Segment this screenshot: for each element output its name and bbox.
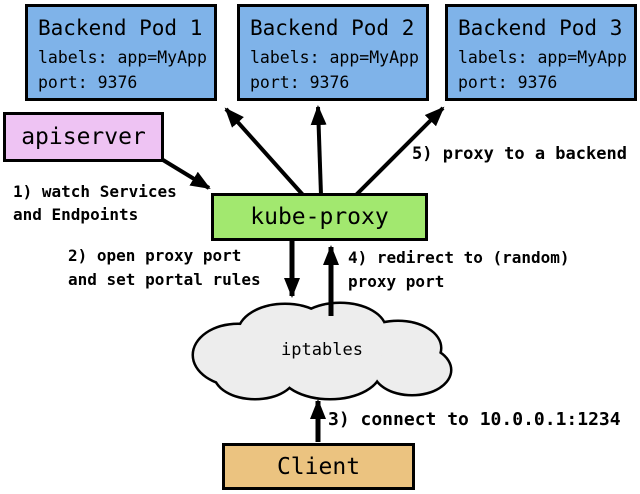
client-label: Client — [276, 453, 361, 480]
backend-pod-3-port: port: 9376 — [458, 73, 558, 92]
iptables-label: iptables — [281, 340, 363, 360]
backend-pod-3-title: Backend Pod 3 — [458, 16, 623, 40]
backend-pod-3-box: Backend Pod 3 labels: app=MyApp port: 93… — [445, 4, 637, 101]
annotation-step3: 3) connect to 10.0.0.1:1234 — [328, 409, 621, 430]
backend-pod-1-labels: labels: app=MyApp — [38, 48, 207, 67]
proxy-to-backend-2-arrow — [310, 105, 327, 196]
proxy-to-backend-1-arrow — [224, 107, 305, 197]
backend-pod-1-box: Backend Pod 1 labels: app=MyApp port: 93… — [25, 4, 217, 101]
watch-services-arrow — [161, 158, 211, 190]
backend-pod-2-port: port: 9376 — [250, 73, 350, 92]
backend-pod-2-title: Backend Pod 2 — [250, 16, 415, 40]
annotation-step5: 5) proxy to a backend — [412, 144, 627, 164]
client-box: Client — [222, 443, 415, 490]
backend-pod-2-labels: labels: app=MyApp — [250, 48, 419, 67]
apiserver-box: apiserver — [3, 112, 164, 162]
backend-pod-2-box: Backend Pod 2 labels: app=MyApp port: 93… — [237, 4, 429, 101]
backend-pod-1-title: Backend Pod 1 — [38, 16, 203, 40]
kube-proxy-label: kube-proxy — [250, 204, 389, 230]
backend-pod-3-labels: labels: app=MyApp — [458, 48, 627, 67]
apiserver-label: apiserver — [21, 124, 146, 150]
backend-pod-1-port: port: 9376 — [38, 73, 138, 92]
proxy-to-backend-3-arrow — [354, 106, 445, 197]
annotation-step2: 2) open proxy port and set portal rules — [68, 246, 261, 289]
annotation-step1: 1) watch Services and Endpoints — [13, 182, 177, 224]
kube-proxy-box: kube-proxy — [211, 193, 428, 241]
annotation-step4: 4) redirect to (random) proxy port — [348, 248, 570, 291]
